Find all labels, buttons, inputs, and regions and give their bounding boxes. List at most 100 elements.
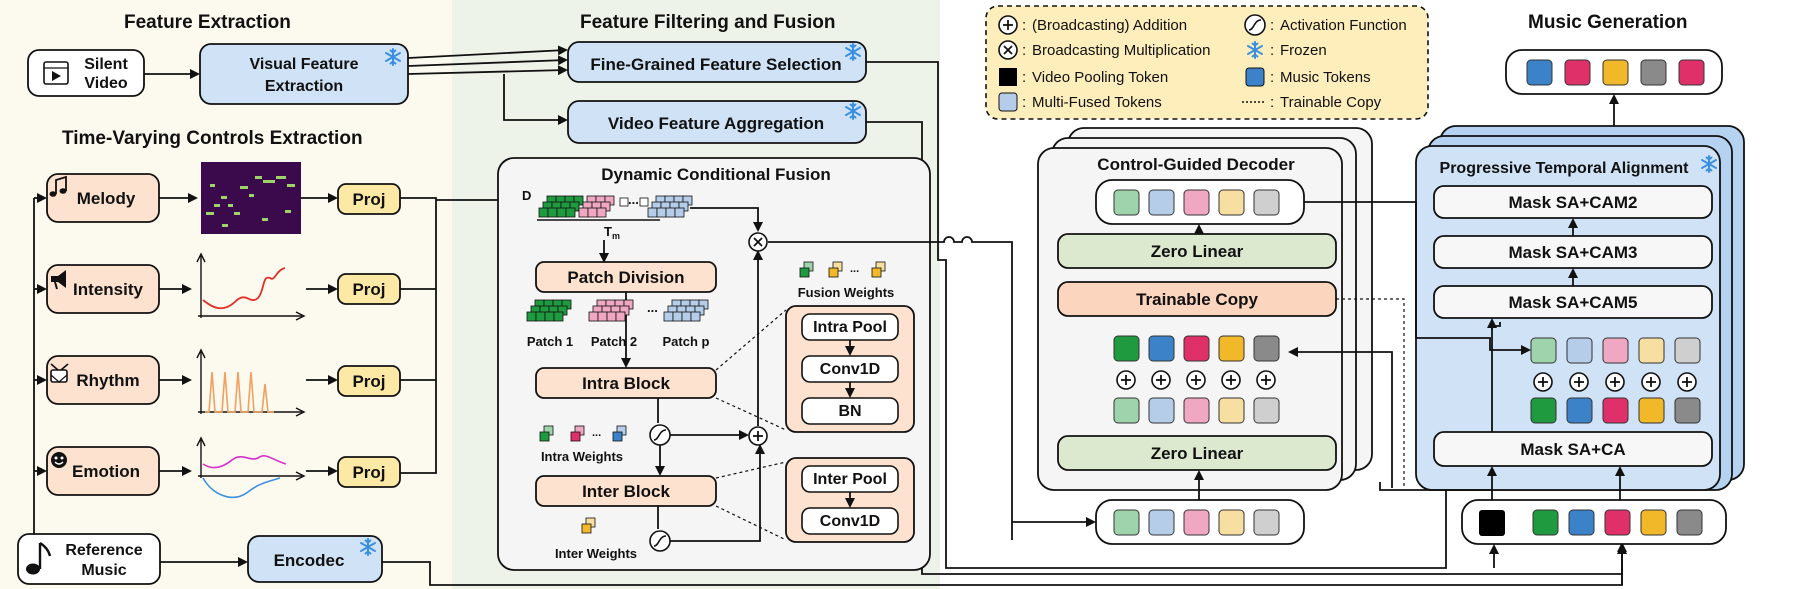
- silent-video-input: Silent Video: [27, 49, 145, 97]
- proj-intensity: Proj: [337, 273, 401, 305]
- encodec-label: Encodec: [274, 551, 345, 570]
- pta-fused-tokens: [1530, 337, 1701, 364]
- video-pooling-token: [1479, 510, 1505, 536]
- patch-p-label: Patch p: [663, 334, 710, 349]
- legend-video-pool-swatch: [999, 68, 1017, 86]
- inter-conv-label: Conv1D: [820, 513, 880, 530]
- decoder-input-tokens: [1095, 499, 1305, 545]
- control-emotion: Emotion: [46, 446, 160, 496]
- legend-separator: :: [1270, 94, 1274, 111]
- trainable-copy-label: Trainable Copy: [1136, 290, 1258, 309]
- plus-icon: [1677, 372, 1697, 392]
- dcf-d-label: D: [522, 188, 531, 203]
- visual-feature-label-1: Visual Feature: [249, 56, 358, 73]
- control-rhythm: Rhythm: [46, 355, 160, 405]
- pta-bottom-label: Mask SA+CA: [1520, 440, 1625, 459]
- legend-trainable-copy: Trainable Copy: [1280, 94, 1382, 111]
- visual-feature-label-2: Extraction: [265, 78, 343, 95]
- intensity-plot: [196, 252, 306, 321]
- silent-video-label-2: Video: [84, 75, 128, 92]
- intra-weights-ellipsis: ...: [592, 427, 601, 439]
- sigmoid-icon: [649, 530, 671, 552]
- progressive-temporal-alignment: Progressive Temporal Alignment Mask SA+C…: [1415, 125, 1745, 491]
- section-filtering-fusion: Feature Filtering and Fusion: [580, 12, 835, 33]
- legend-music-tokens-swatch: [1245, 67, 1265, 87]
- proj-emotion: Proj: [337, 456, 401, 488]
- legend-multiplication: Broadcasting Multiplication: [1032, 42, 1210, 59]
- plus-icon: [1533, 372, 1553, 392]
- drum-icon: [50, 363, 69, 383]
- intra-bn-label: BN: [838, 403, 861, 420]
- pta-title: Progressive Temporal Alignment: [1440, 160, 1690, 177]
- inter-weights-label: Inter Weights: [555, 546, 637, 561]
- patch-division-label: Patch Division: [567, 268, 684, 287]
- control-intensity: Intensity: [46, 264, 160, 314]
- plus-icon: [1186, 370, 1206, 390]
- fine-grained-selection: Fine-Grained Feature Selection: [567, 41, 867, 83]
- times-icon: [748, 232, 768, 252]
- plus-icon: [1256, 370, 1276, 390]
- legend-separator: :: [1022, 94, 1026, 111]
- pta-bottom-layer: [1433, 431, 1713, 467]
- decoder-fused-tokens: [1113, 397, 1280, 424]
- pta-layer-cam2-label: Mask SA+CAM2: [1509, 193, 1638, 212]
- reference-music-label-1: Reference: [65, 542, 142, 559]
- visual-feature-extraction: Visual Feature Extraction: [199, 43, 409, 105]
- legend-multi-fused: Multi-Fused Tokens: [1032, 94, 1162, 111]
- plus-icon: [1641, 372, 1661, 392]
- control-melody-label: Melody: [77, 189, 136, 208]
- control-rhythm-label: Rhythm: [76, 371, 139, 390]
- intra-block: [535, 367, 717, 399]
- zero-linear-top: [1057, 233, 1337, 269]
- patch-2-label: Patch 2: [591, 334, 637, 349]
- fusion-weights-tokens: [799, 261, 886, 278]
- legend-separator: :: [1270, 42, 1274, 59]
- patch-groups: [526, 299, 709, 322]
- zero-linear-bottom-label: Zero Linear: [1151, 444, 1244, 463]
- section-feature-extraction: Feature Extraction: [124, 12, 291, 33]
- legend-multi-fused-swatch: [998, 92, 1018, 112]
- proj-label: Proj: [352, 190, 385, 209]
- pta-layer-cam5: [1433, 285, 1713, 319]
- music-input-tokens: [1461, 499, 1727, 545]
- control-emotion-label: Emotion: [72, 462, 140, 481]
- control-intensity-label: Intensity: [73, 280, 143, 299]
- melody-pianoroll: [201, 162, 301, 234]
- legend-music-tokens: Music Tokens: [1280, 69, 1371, 86]
- token-ellipsis: ...: [628, 192, 639, 207]
- intra-block-label: Intra Block: [582, 374, 670, 393]
- proj-label: Proj: [352, 280, 385, 299]
- decoder-title: Control-Guided Decoder: [1097, 155, 1295, 174]
- times-icon: [998, 40, 1018, 60]
- intra-weights-label: Intra Weights: [541, 449, 623, 464]
- play-icon: [43, 61, 69, 85]
- proj-rhythm: Proj: [337, 365, 401, 397]
- fine-grained-label: Fine-Grained Feature Selection: [590, 55, 841, 74]
- control-melody: Melody: [46, 173, 160, 223]
- video-aggregation-label: Video Feature Aggregation: [608, 114, 824, 133]
- proj-label: Proj: [352, 372, 385, 391]
- plus-icon: [1221, 370, 1241, 390]
- dynamic-conditional-fusion: Dynamic Conditional Fusion D ...: [497, 157, 931, 571]
- plus-icon: [1116, 370, 1136, 390]
- rhythm-plot: [196, 348, 306, 417]
- plus-icon: [1569, 372, 1589, 392]
- emotion-plot: [196, 436, 306, 498]
- decoder-top-tokens: [1113, 189, 1280, 216]
- plus-icon: [748, 426, 768, 446]
- video-feature-aggregation: Video Feature Aggregation: [567, 100, 867, 144]
- reference-music-input: Reference Music: [17, 533, 161, 585]
- generated-music-tokens: [1505, 49, 1723, 95]
- proj-label: Proj: [352, 463, 385, 482]
- legend-video-pool: Video Pooling Token: [1032, 69, 1168, 86]
- inter-pool-label: Inter Pool: [813, 471, 887, 488]
- dcf-title: Dynamic Conditional Fusion: [601, 165, 831, 184]
- pta-layer-cam5-label: Mask SA+CAM5: [1509, 293, 1638, 312]
- inter-block-label: Inter Block: [582, 482, 670, 501]
- intra-pool-label: Intra Pool: [813, 319, 887, 336]
- smiley-icon: [51, 452, 67, 468]
- control-guided-decoder: Control-Guided Decoder Zero Linear Train…: [1037, 127, 1373, 491]
- inter-block: [535, 475, 717, 507]
- plus-icon: [1151, 370, 1171, 390]
- megaphone-icon: [51, 270, 66, 290]
